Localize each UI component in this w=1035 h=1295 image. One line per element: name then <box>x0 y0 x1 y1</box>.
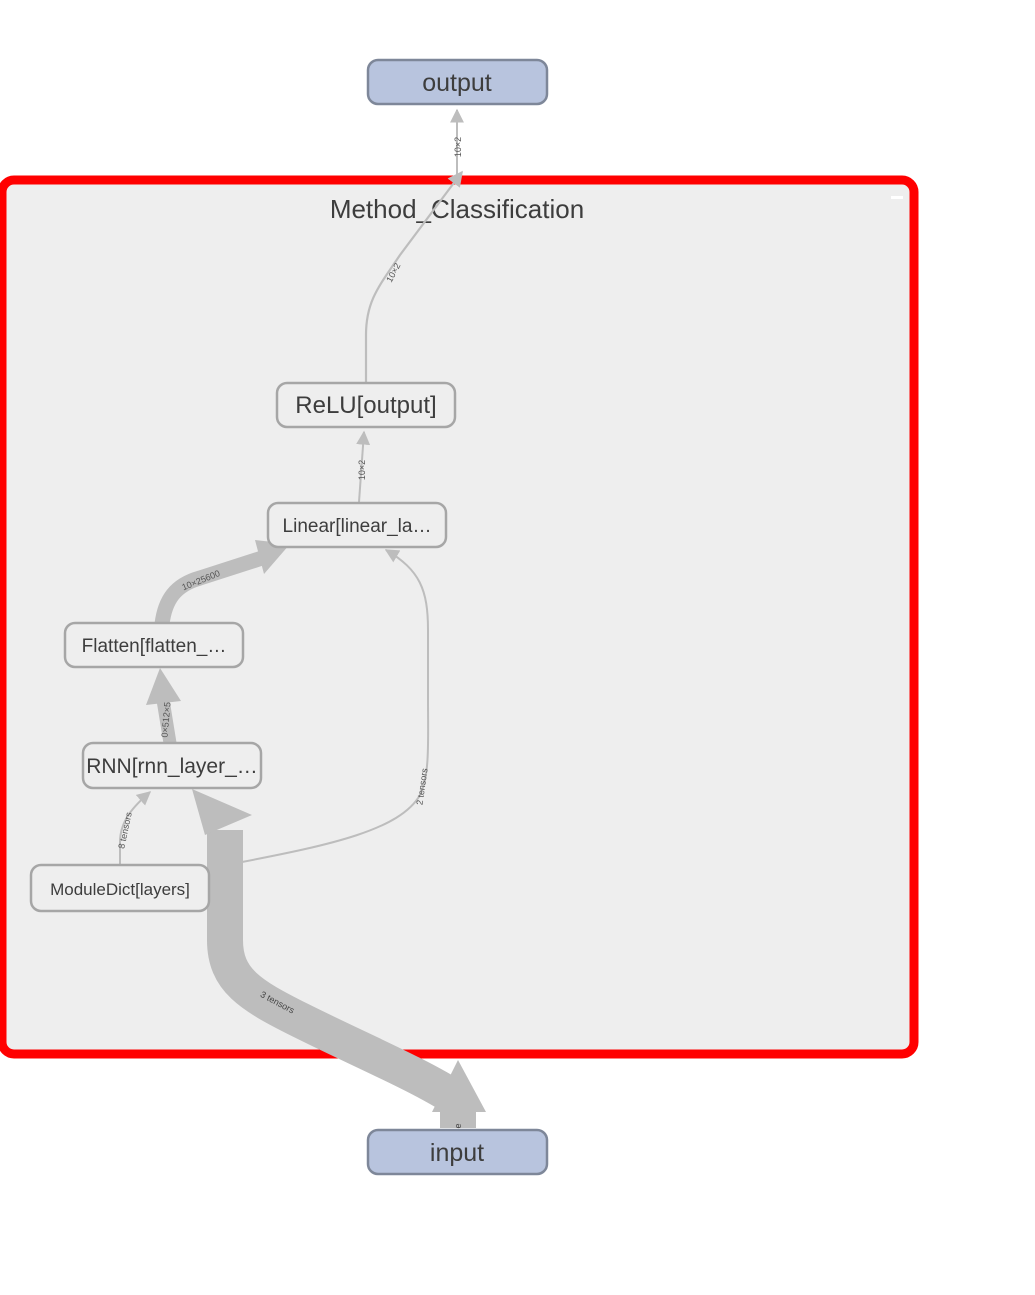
edge-label-linear-to-relu: 10×2 <box>357 460 367 480</box>
edge-rnn-to-flatten <box>156 698 177 745</box>
node-output-label: output <box>422 69 492 97</box>
scope-title: Method_Classification <box>330 194 584 224</box>
edges: 10×2 10×2 10×2 10×25600 0×512×5 8 tensor… <box>116 108 486 1129</box>
node-relu-label: ReLU[output] <box>295 392 436 419</box>
edge-arrowhead-flatten-to-linear <box>255 540 290 574</box>
edge-moduledict-to-rnn <box>119 791 152 864</box>
node-rnn-label: RNN[rnn_layer_… <box>86 755 258 778</box>
edge-label-input-stub: e <box>453 1123 463 1128</box>
node-rnn[interactable]: RNN[rnn_layer_… <box>81 741 263 790</box>
node-relu[interactable]: ReLU[output] <box>275 381 457 429</box>
node-flatten[interactable]: Flatten[flatten_… <box>63 621 245 669</box>
edge-relu-to-scope <box>364 170 463 382</box>
node-linear-label: Linear[linear_la… <box>283 516 432 537</box>
edge-arrowhead-input-to-rnn <box>192 789 252 835</box>
node-input-label: input <box>430 1139 484 1167</box>
node-rnn-box[interactable] <box>81 741 263 790</box>
edge-flatten-to-linear <box>154 550 265 626</box>
node-linear-box[interactable] <box>266 501 448 549</box>
node-output-box[interactable] <box>366 58 549 106</box>
edge-input-stub-arrowhead <box>432 1060 486 1112</box>
node-moduledict-label: ModuleDict[layers] <box>50 880 190 899</box>
node-flatten-label: Flatten[flatten_… <box>82 636 227 657</box>
edge-arrowhead-rnn-to-flatten <box>146 668 181 705</box>
edge-label-scope-to-output: 10×2 <box>453 137 463 157</box>
node-output[interactable]: output <box>366 58 549 106</box>
scope-expand-icon[interactable] <box>891 196 903 199</box>
node-linear[interactable]: Linear[linear_la… <box>266 501 448 549</box>
node-moduledict[interactable]: ModuleDict[layers] <box>29 863 211 913</box>
node-input[interactable]: input <box>366 1128 549 1176</box>
edge-label-rnn-to-flatten: 0×512×5 <box>159 702 172 738</box>
node-flatten-box[interactable] <box>63 621 245 669</box>
edge-moduledict-to-linear <box>241 549 430 863</box>
node-input-box[interactable] <box>366 1128 549 1176</box>
node-moduledict-box[interactable] <box>29 863 211 913</box>
scope-method-classification[interactable]: Method_Classification <box>0 175 919 1059</box>
edge-linear-to-relu <box>356 430 371 503</box>
scope-box[interactable] <box>0 175 919 1059</box>
node-relu-box[interactable] <box>275 381 457 429</box>
edge-input-to-rnn <box>207 830 476 1128</box>
